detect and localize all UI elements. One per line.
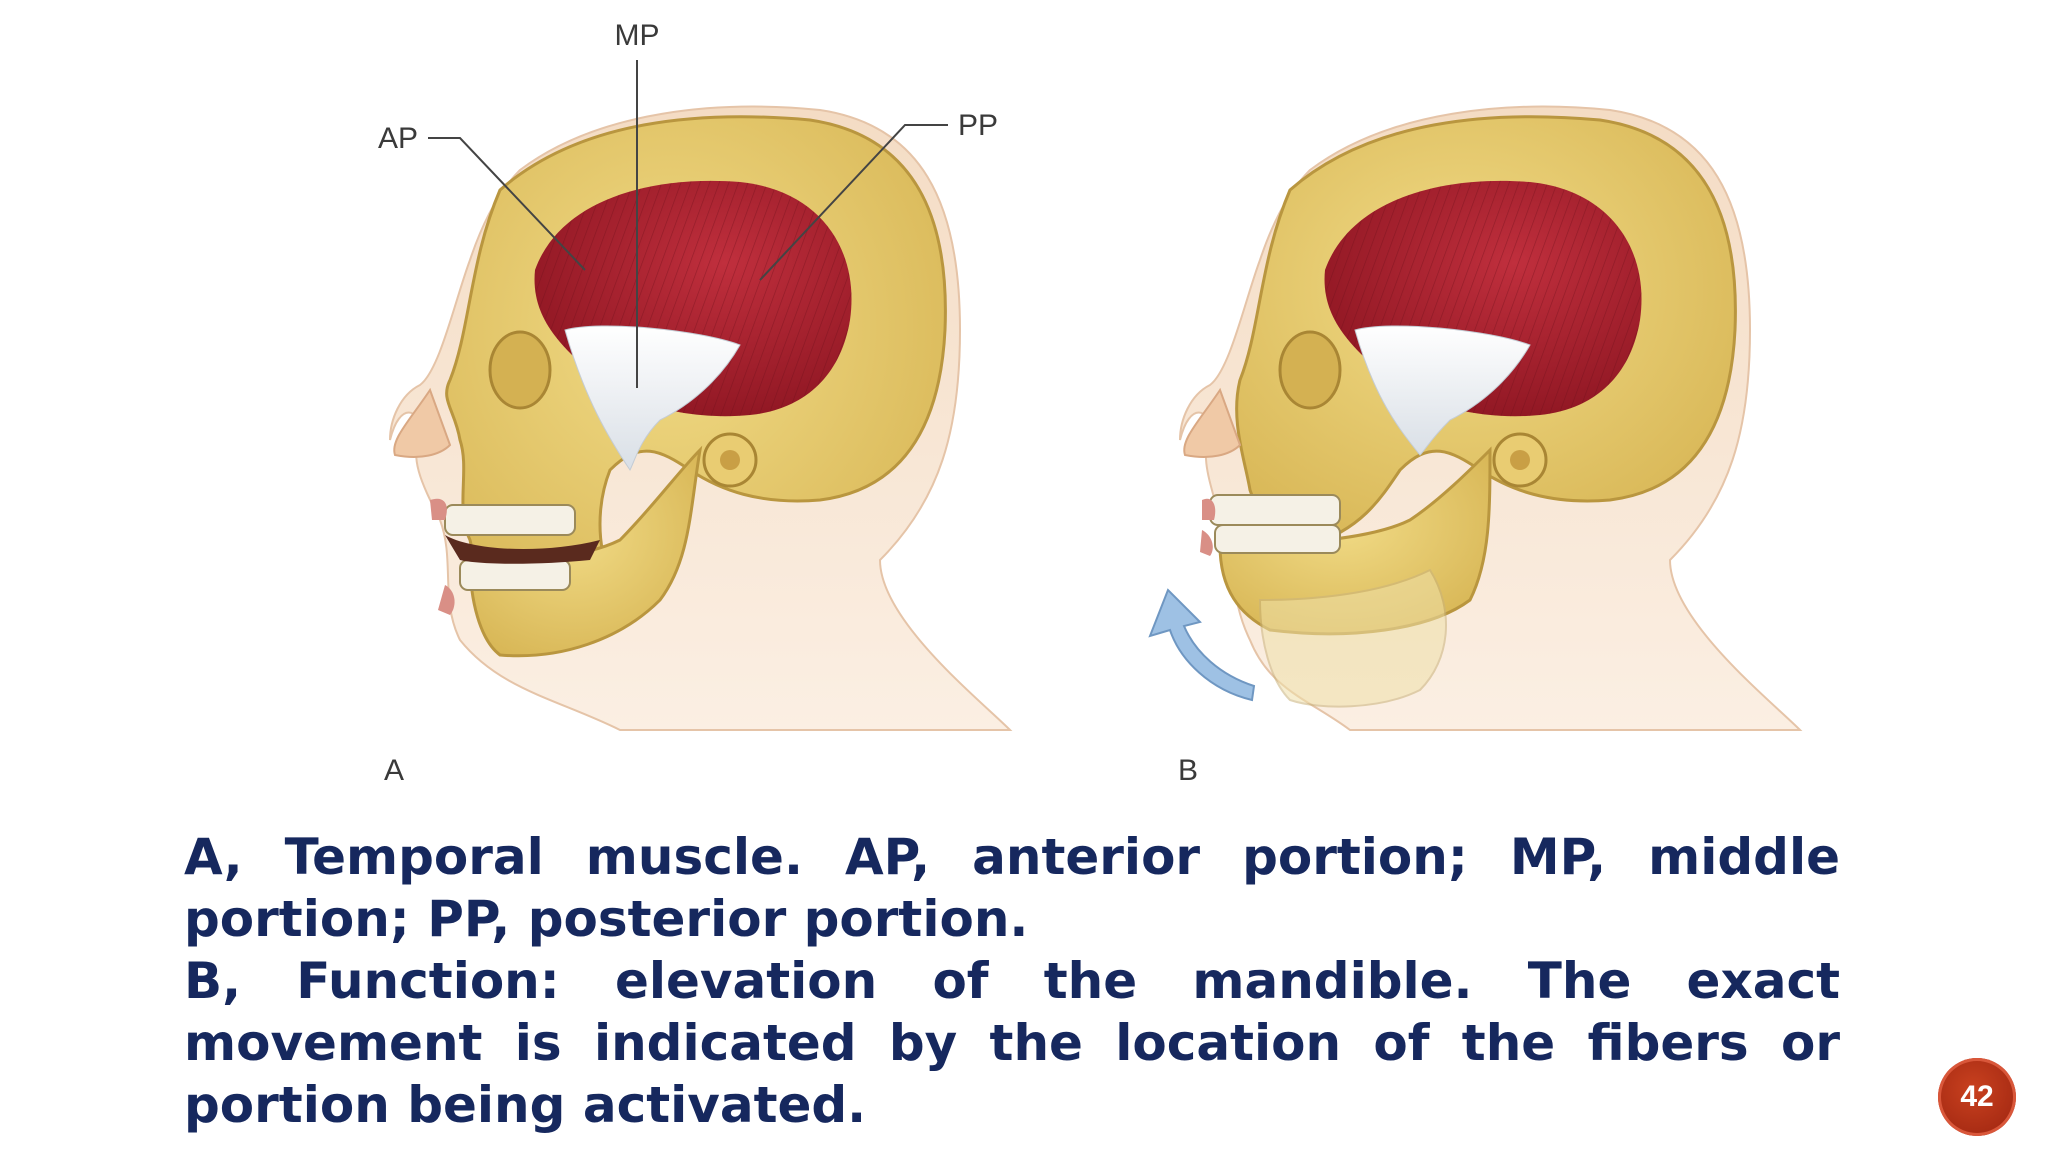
head-a-illustration: [389, 105, 1013, 731]
label-ap: AP: [378, 122, 418, 155]
panel-a-label: A: [384, 754, 404, 787]
figure-caption: A, Temporal muscle. AP, anterior portion…: [184, 826, 1840, 1136]
page-number-badge: 42: [1938, 1058, 2016, 1136]
page-number: 42: [1960, 1080, 1994, 1113]
elevation-arrow: [1148, 588, 1256, 702]
caption-line-a: A, Temporal muscle. AP, anterior portion…: [184, 828, 1840, 948]
head-a-tendon: [564, 325, 741, 471]
head-b-teeth: [1209, 494, 1341, 554]
label-mp: MP: [615, 19, 660, 52]
caption-line-b: B, Function: elevation of the mandible. …: [184, 952, 1840, 1134]
label-pp: PP: [958, 109, 998, 142]
panel-b-label: B: [1178, 754, 1198, 787]
head-b-illustration: [1179, 105, 1803, 731]
temporal-muscle-figure: MP AP PP A B: [378, 19, 1803, 787]
head-a-leaders: [428, 60, 948, 388]
head-a-teeth: [444, 504, 600, 591]
head-b-tendon: [1354, 325, 1531, 456]
